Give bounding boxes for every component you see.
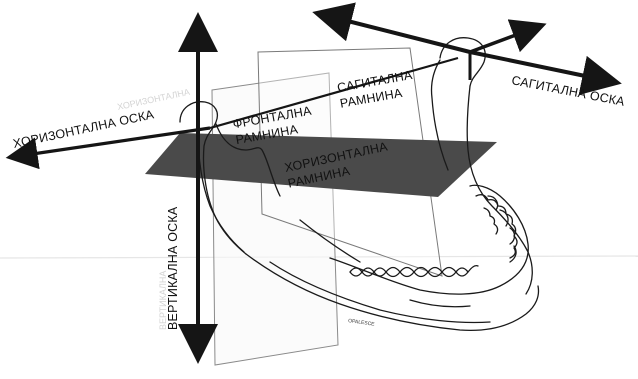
sagittal-axis-arrow-left	[320, 14, 470, 52]
sagittal-axis-arrow-upright	[470, 26, 540, 52]
sagittal-axis-label: САГИТАЛНА ОСКА	[510, 73, 626, 109]
sagittal-axis-arrow-right	[470, 52, 614, 82]
vertical-axis-label: ВЕРТИКАЛНА ОСКА	[166, 206, 180, 330]
horizontal-axis-label: ХОРИЗОНТАЛНА ОСКА	[12, 107, 156, 151]
bone-marking-text: OPALESCE	[348, 318, 376, 328]
ghost-label-top: ХОРИЗОНТАЛНА	[116, 87, 190, 112]
